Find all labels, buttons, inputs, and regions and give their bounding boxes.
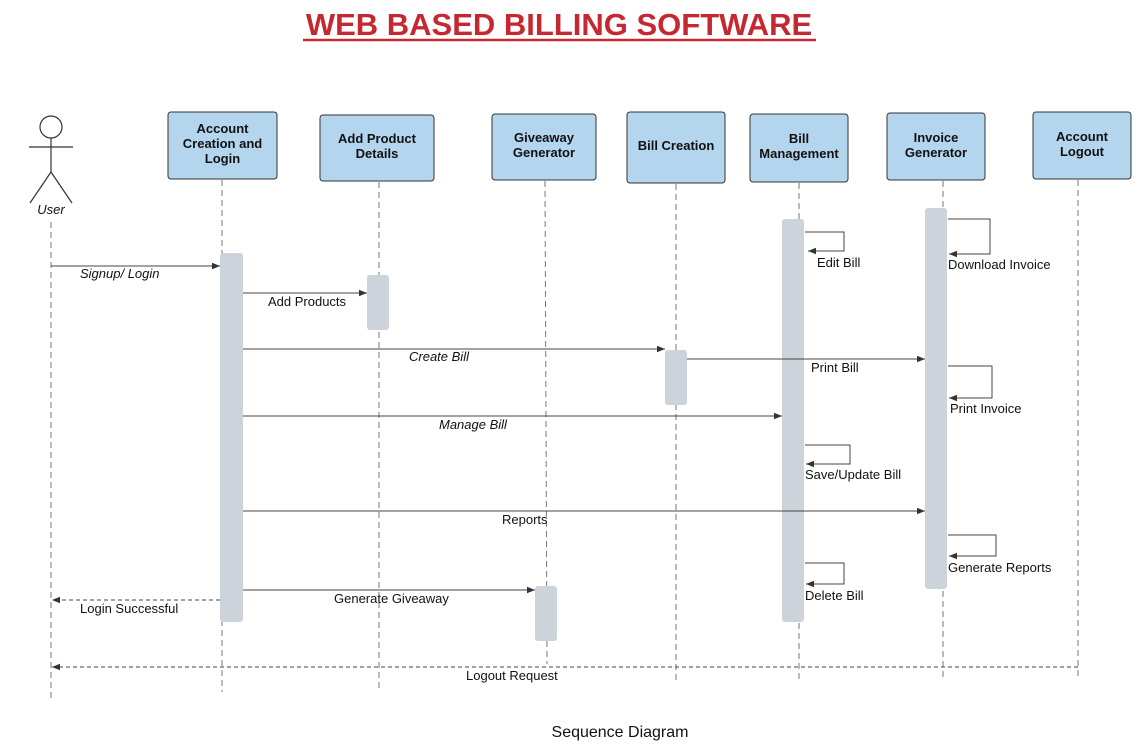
self-message-arrow xyxy=(805,562,845,588)
participant-label-line: Generator xyxy=(513,145,575,160)
participant-account: Account Creation and Login xyxy=(167,111,278,180)
participant-label-line: Bill Creation xyxy=(638,138,715,153)
participant-box xyxy=(167,111,278,180)
user-actor: User xyxy=(29,115,73,217)
participant-label-line: Creation and xyxy=(183,136,263,151)
diagram-caption: Sequence Diagram xyxy=(552,724,689,741)
participant-billcreation: Bill Creation xyxy=(626,111,726,184)
diagram-title: WEB BASED BILLING SOFTWARE xyxy=(306,7,812,42)
actor-head xyxy=(39,115,63,139)
activation-billcreation xyxy=(665,350,687,405)
participant-box xyxy=(1032,111,1132,180)
participant-label-line: Bill xyxy=(789,131,809,146)
self-message-generate-reports-label: Generate Reports xyxy=(948,560,1052,575)
participant-box xyxy=(491,113,597,181)
participant-label-line: Giveaway xyxy=(514,130,575,145)
self-message-arrow xyxy=(948,218,991,258)
self-message-delete-bill-label: Delete Bill xyxy=(805,588,864,603)
participant-label-line: Account xyxy=(1056,129,1109,144)
lifeline-giveaway xyxy=(544,180,548,665)
self-message-arrow xyxy=(948,365,993,402)
self-messages: Edit Bill Save/Update Bill Delete Bill D… xyxy=(805,218,1052,603)
actor-left-leg xyxy=(29,171,52,204)
participant-label-line: Login xyxy=(205,151,240,166)
self-message-arrow xyxy=(805,444,851,468)
participant-label-line: Logout xyxy=(1060,144,1105,159)
message-create-bill-label: Create Bill xyxy=(409,349,470,364)
participant-giveaway: Giveaway Generator xyxy=(491,113,597,181)
message-manage-bill-label: Manage Bill xyxy=(439,417,508,432)
message-reports-label: Reports xyxy=(502,512,548,527)
participant-box xyxy=(319,114,435,182)
actor-right-leg xyxy=(50,171,73,204)
activation-billmgmt xyxy=(782,219,804,622)
message-add-products-label: Add Products xyxy=(268,294,347,309)
lifelines xyxy=(50,180,1079,702)
self-message-save-update-bill-label: Save/Update Bill xyxy=(805,467,901,482)
message-logout-request-label: Logout Request xyxy=(466,668,558,683)
participant-logout: Account Logout xyxy=(1032,111,1132,180)
actor-label: User xyxy=(37,202,65,217)
messages: Signup/ Login Add Products Create Bill P… xyxy=(51,262,1078,683)
message-generate-giveaway-label: Generate Giveaway xyxy=(334,591,449,606)
participant-product: Add Product Details xyxy=(319,114,435,182)
message-login-successful-label: Login Successful xyxy=(80,601,178,616)
participant-label-line: Account xyxy=(197,121,250,136)
participant-box xyxy=(886,112,986,181)
activation-invoice xyxy=(925,208,947,589)
participant-label-line: Invoice xyxy=(914,130,959,145)
participant-label-line: Details xyxy=(356,146,399,161)
participant-billmgmt: Bill Management xyxy=(749,113,849,183)
activation-giveaway xyxy=(535,586,557,641)
participant-box xyxy=(626,111,726,184)
participant-label-line: Generator xyxy=(905,145,967,160)
participant-box xyxy=(749,113,849,183)
activation-bars xyxy=(220,208,947,641)
activation-product xyxy=(367,275,389,330)
self-message-edit-bill-label: Edit Bill xyxy=(817,255,860,270)
self-message-arrow xyxy=(948,534,997,560)
participant-invoice: Invoice Generator xyxy=(886,112,986,181)
participant-label-line: Management xyxy=(759,146,839,161)
self-message-download-invoice-label: Download Invoice xyxy=(948,257,1051,272)
message-signup-label: Signup/ Login xyxy=(80,266,160,281)
activation-account xyxy=(220,253,243,622)
message-print-bill-label: Print Bill xyxy=(811,360,859,375)
participant-label-line: Add Product xyxy=(338,131,417,146)
self-message-print-invoice-label: Print Invoice xyxy=(950,401,1022,416)
self-message-arrow xyxy=(805,231,845,255)
